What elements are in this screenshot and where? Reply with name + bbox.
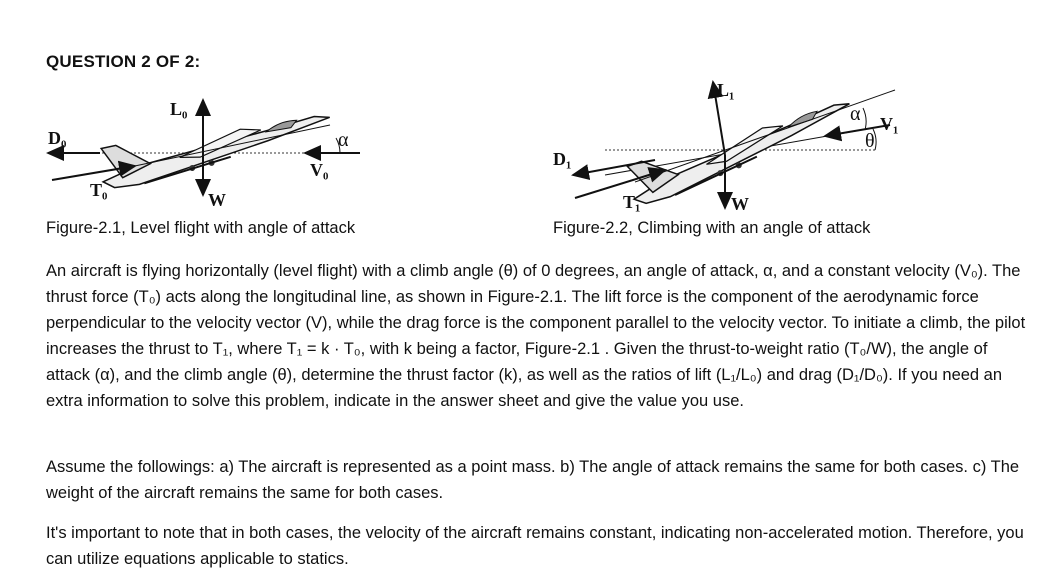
- label-thrust: T₁: [623, 192, 640, 212]
- lift-arrow: [707, 80, 726, 156]
- aircraft-icon: [626, 103, 850, 205]
- label-velocity: V₁: [880, 114, 898, 134]
- drag-arrow: [571, 159, 656, 180]
- theta-arc: [872, 128, 877, 151]
- figure1-caption: Figure-2.1, Level flight with angle of a…: [46, 219, 356, 237]
- label-drag: D₁: [553, 149, 571, 169]
- label-velocity: V₀: [310, 160, 328, 180]
- aircraft-icon: [99, 115, 330, 189]
- label-alpha: α: [338, 129, 349, 151]
- label-lift: L₀: [170, 99, 187, 119]
- longitudinal-axis-line: [129, 124, 331, 168]
- longitudinal-axis-line: [634, 89, 896, 183]
- thrust-arrow: [51, 160, 137, 181]
- label-drag: D₀: [48, 128, 66, 148]
- label-weight: W: [731, 194, 749, 214]
- question-heading: QUESTION 2 OF 2:: [46, 52, 201, 71]
- figure2-caption: Figure-2.2, Climbing with an angle of at…: [553, 219, 871, 237]
- alpha-arc: [862, 107, 867, 131]
- figure-level-flight: D₀ L₀ T₀ W V₀ α: [40, 80, 380, 215]
- label-alpha: α: [850, 103, 861, 125]
- label-weight: W: [208, 190, 226, 210]
- figure-climbing: D₁ L₁ T₁ W V₁ α θ: [545, 70, 915, 215]
- climbing-diagram: D₁ L₁ T₁ W V₁ α θ: [553, 80, 898, 214]
- problem-paragraph: An aircraft is flying horizontally (leve…: [46, 262, 1026, 410]
- alpha-arc: [335, 137, 341, 154]
- label-lift: L₁: [717, 80, 734, 100]
- thrust-arrow: [574, 167, 667, 199]
- assumptions-paragraph: Assume the followings: a) The aircraft i…: [46, 458, 1020, 502]
- level-flight-diagram: D₀ L₀ T₀ W V₀ α: [46, 98, 360, 210]
- label-thrust: T₀: [90, 180, 107, 200]
- velocity-arrow: [823, 124, 891, 142]
- label-theta: θ: [865, 130, 875, 152]
- note-paragraph: It's important to note that in both case…: [46, 524, 1024, 568]
